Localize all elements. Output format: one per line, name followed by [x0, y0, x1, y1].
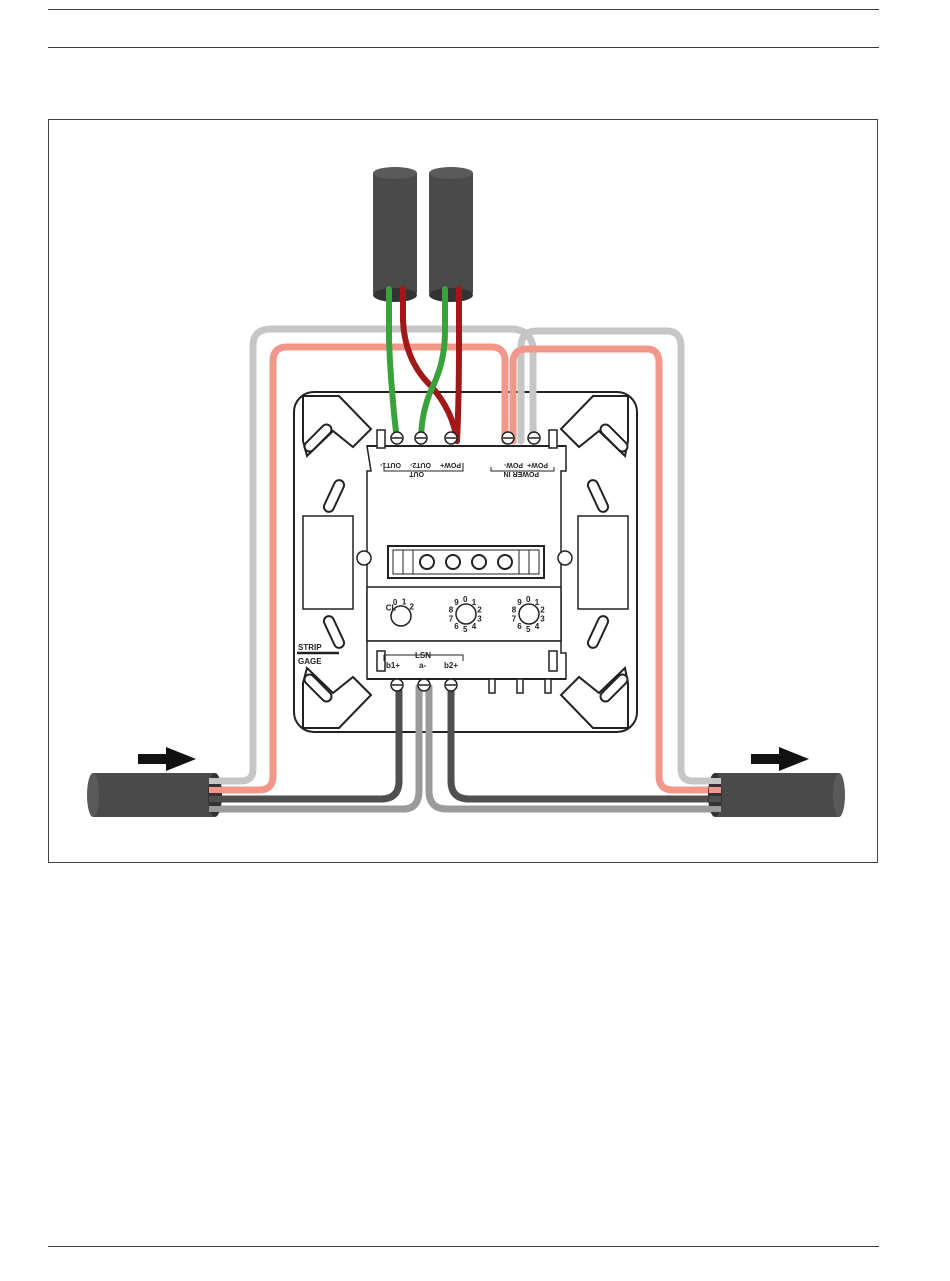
led-2 — [446, 555, 460, 569]
dial1-digit: 0 — [393, 598, 398, 607]
dial3-digit: 1 — [535, 598, 540, 607]
dial3-digit: 9 — [517, 598, 522, 607]
dial3-digit: 6 — [517, 622, 522, 631]
screw-b1 — [391, 679, 403, 691]
dial1-digit: 1 — [402, 598, 407, 607]
lsn-group-label: LSN — [415, 651, 431, 660]
screw-a — [418, 679, 430, 691]
screw-b2 — [445, 679, 457, 691]
dial2-digit: 4 — [472, 622, 477, 631]
strip-label: STRIP — [298, 643, 322, 652]
dial2-digit: 1 — [472, 598, 477, 607]
dial3-digit: 0 — [526, 595, 531, 604]
dial3-digit: 5 — [526, 625, 531, 634]
dial2-digit: 2 — [477, 605, 482, 614]
arrow-right-icon — [138, 747, 196, 771]
dial3-digit: 7 — [512, 615, 517, 624]
address-dial-2[interactable] — [456, 604, 476, 624]
dial2-digit: 9 — [454, 598, 459, 607]
terminal-label-pow-plus-in: POW+ — [527, 461, 548, 468]
dial2-digit: 8 — [449, 605, 454, 614]
gage-label: GAGE — [298, 657, 322, 666]
dial2-digit: 5 — [463, 625, 468, 634]
lsn-terminal-a: a- — [419, 661, 426, 670]
cable-top-2 — [429, 167, 473, 302]
header-rule — [48, 47, 879, 48]
dial3-digit: 4 — [535, 622, 540, 631]
led-4 — [498, 555, 512, 569]
top-rule — [48, 9, 879, 10]
dial3-digit: 3 — [540, 615, 545, 624]
wire-darkred-2 — [457, 293, 459, 441]
bottom-terminal-block — [367, 641, 566, 679]
dial3-digit: 2 — [540, 605, 545, 614]
led-1 — [420, 555, 434, 569]
terminal-label-out2: OUT2- — [409, 461, 431, 468]
cable-left — [87, 773, 222, 817]
terminal-label-pow-minus: POW- — [503, 461, 523, 468]
dial1-digit: 2 — [410, 602, 415, 611]
dial2-digit: 0 — [463, 595, 468, 604]
dial3-digit: 8 — [512, 605, 517, 614]
cable-top-1 — [373, 167, 417, 302]
left-side-pad — [303, 516, 353, 609]
mount-hole-right — [558, 551, 572, 565]
footer-rule — [48, 1246, 879, 1247]
lsn-terminal-b2: b2+ — [444, 661, 458, 670]
screw-pow-plus — [528, 432, 540, 444]
terminal-label-pow-plus-out: POW+ — [440, 461, 461, 468]
arrow-right-icon — [751, 747, 809, 771]
dial2-digit: 7 — [449, 615, 454, 624]
screw-pow-out — [445, 432, 457, 444]
address-dial-3[interactable] — [519, 604, 539, 624]
mount-hole-left — [357, 551, 371, 565]
dial2-digit: 3 — [477, 615, 482, 624]
screw-out1 — [391, 432, 403, 444]
terminal-label-out1: OUT1- — [379, 461, 401, 468]
cable-right — [708, 773, 845, 817]
right-side-pad — [578, 516, 628, 609]
screw-out2 — [415, 432, 427, 444]
screw-pow-minus — [502, 432, 514, 444]
dial2-digit: 6 — [454, 622, 459, 631]
led-3 — [472, 555, 486, 569]
lsn-terminal-b1: b1+ — [386, 661, 400, 670]
